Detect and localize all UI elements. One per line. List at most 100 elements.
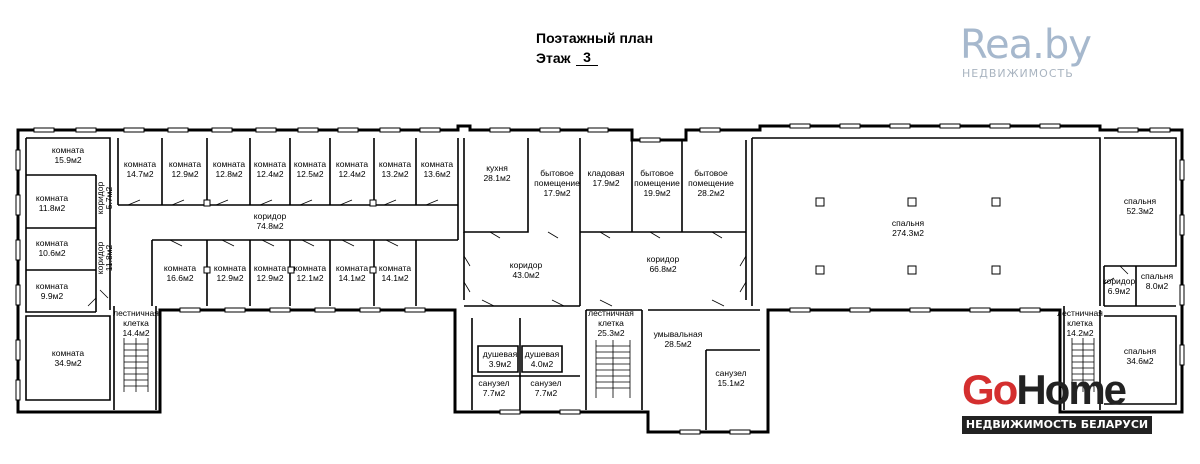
room-label-line: 15.9м2 (54, 155, 81, 165)
room-label-line: спальня (1124, 346, 1157, 356)
room-label-line: комната (124, 159, 156, 169)
room-label-line: 12.4м2 (338, 169, 365, 179)
room-label-line: комната (294, 263, 326, 273)
stairs (123, 338, 1095, 398)
room-label-line: клетка (598, 318, 624, 328)
room-label-line: спальня (1124, 196, 1157, 206)
room-label-line: 28.2м2 (697, 188, 724, 198)
room-label-line: 14.4м2 (122, 328, 149, 338)
room-label-line: комната (379, 159, 411, 169)
room-label-line: санузел (715, 368, 746, 378)
room-label-line: санузел (530, 378, 561, 388)
room-label-line: 12.9м2 (171, 169, 198, 179)
room-label-line: 12.5м2 (296, 169, 323, 179)
gohome-home-text: Home (1016, 366, 1127, 413)
room-label: коридор5.7м2 (95, 182, 114, 215)
room-label-line: комната (379, 263, 411, 273)
room-label-line: 34.9м2 (54, 358, 81, 368)
room-label-line: 13.6м2 (423, 169, 450, 179)
rea-watermark-logo: Rea.by НЕДВИЖИМОСТЬ (958, 22, 1118, 82)
room-label-line: лестничная (1057, 308, 1103, 318)
interior-walls (25, 137, 1177, 430)
room-label-line: 11.8м2 (39, 203, 66, 213)
room-label-line: 274.3м2 (892, 228, 924, 238)
room-label-line: помещение (634, 178, 680, 188)
room-label-line: 28.1м2 (483, 173, 510, 183)
gohome-go-text: Go (962, 366, 1018, 413)
room-label-line: душевая (483, 349, 518, 359)
room-label-line: 6.9м2 (1108, 286, 1131, 296)
gohome-logo-subtitle: НЕДВИЖИМОСТЬ БЕЛАРУСИ (962, 416, 1152, 434)
room-label-line: комната (52, 145, 84, 155)
room-label-line: 17.9м2 (592, 178, 619, 188)
room-label-line: коридор (510, 260, 543, 270)
room-label-line: 14.7м2 (126, 169, 153, 179)
room-label-line: бытовое (540, 168, 574, 178)
room-label-line: кладовая (588, 168, 625, 178)
floor-number: 3 (576, 50, 598, 66)
room-label-line: 10.6м2 (38, 248, 65, 258)
room-label-line: 43.0м2 (512, 270, 539, 280)
room-label-line: кухня (486, 163, 508, 173)
room-label-line: 14.2м2 (1066, 328, 1093, 338)
room-label-line: комната (169, 159, 201, 169)
room-label-line: коридор (254, 211, 287, 221)
room-label-line: 16.6м2 (166, 273, 193, 283)
room-label-line: 52.3м2 (1126, 206, 1153, 216)
gohome-logo-name: GoHome (962, 366, 1127, 414)
room-label-line: комната (213, 159, 245, 169)
room-label-line: умывальная (654, 329, 703, 339)
room-label: коридор11.8м2 (95, 242, 114, 275)
room-label-line: санузел (478, 378, 509, 388)
room-label-line: 9.9м2 (41, 291, 64, 301)
room-label-line: помещение (688, 178, 734, 188)
outer-walls (16, 124, 1184, 434)
room-label-line: 74.8м2 (256, 221, 283, 231)
rea-logo-name: Rea.by (960, 22, 1092, 68)
room-label-line: комната (294, 159, 326, 169)
room-label-line: комната (164, 263, 196, 273)
room-label-line: комната (36, 281, 68, 291)
room-label-line: помещение (534, 178, 580, 188)
gohome-watermark-logo: GoHome НЕДВИЖИМОСТЬ БЕЛАРУСИ (962, 366, 1152, 438)
room-label-line: бытовое (640, 168, 674, 178)
room-label-line: комната (254, 159, 286, 169)
room-label-line: 12.4м2 (256, 169, 283, 179)
room-label-line: 4.0м2 (531, 359, 554, 369)
room-label-line: коридор (647, 254, 680, 264)
window-marks (15, 123, 1185, 435)
room-label-line: лестничная (588, 308, 634, 318)
plan-title: Поэтажный план (536, 30, 654, 46)
